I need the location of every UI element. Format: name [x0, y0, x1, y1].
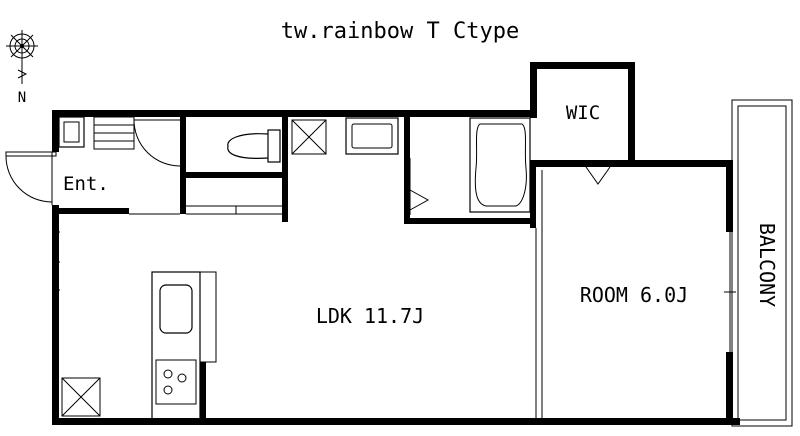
- wic-door[interactable]: [560, 162, 612, 185]
- north-label: N: [18, 90, 26, 106]
- refrigerator-space: [61, 377, 101, 417]
- wic-label: WIC: [566, 102, 600, 124]
- toilet-icon: [227, 129, 281, 163]
- kitchen-sink: [159, 284, 193, 334]
- ldk-label: LDK 11.7J: [316, 304, 424, 328]
- stove-icon: [155, 359, 197, 405]
- interior-walls: [59, 117, 536, 422]
- shoe-cabinet: [58, 116, 85, 148]
- entry-door[interactable]: [5, 151, 57, 205]
- entrance-step: [93, 116, 135, 150]
- sliding-partition[interactable]: [535, 170, 543, 418]
- exterior-walls: [52, 62, 740, 425]
- west-window: [52, 231, 60, 291]
- balcony-label: BALCONY: [755, 223, 779, 307]
- hallway: [129, 205, 282, 215]
- north-compass-icon: [6, 30, 38, 84]
- washing-machine-pan: [291, 119, 327, 155]
- closet-door[interactable]: [133, 119, 181, 167]
- bathtub: [469, 117, 531, 213]
- wash-basin: [345, 117, 399, 155]
- bathroom-door[interactable]: [409, 158, 430, 215]
- balcony-window: [724, 232, 736, 352]
- room-label: ROOM 6.0J: [580, 283, 688, 307]
- entrance-label: Ent.: [63, 173, 109, 195]
- plan-title: tw.rainbow T Ctype: [281, 19, 519, 44]
- balcony: [731, 99, 793, 427]
- kitchen-counter: [151, 271, 217, 421]
